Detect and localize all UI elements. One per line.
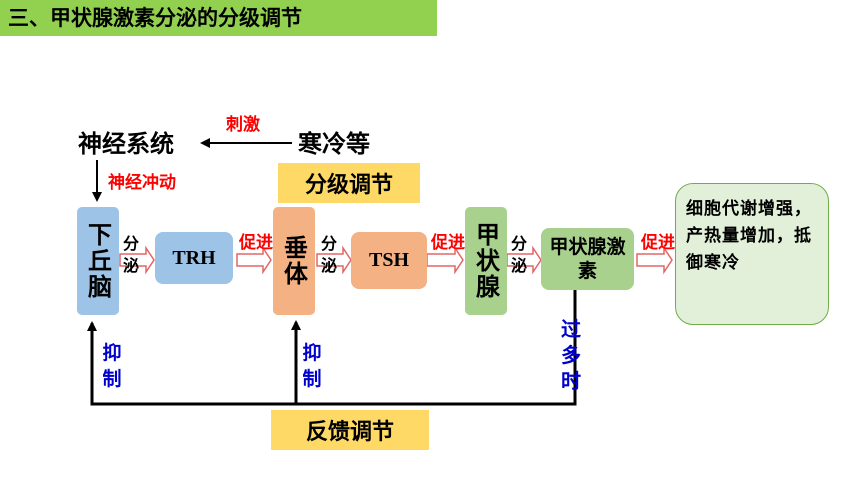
promote-label-1: 促进	[239, 233, 273, 253]
pituitary-text: 垂体	[279, 235, 308, 287]
thyroid-hormone-box: 甲状腺激素	[541, 228, 634, 290]
trh-box: TRH	[155, 232, 233, 284]
promote-label-3: 促进	[641, 233, 675, 253]
nerve-impulse-label: 神经冲动	[108, 173, 176, 193]
effect-box: 细胞代谢增强，产热量增加，抵御寒冷	[675, 183, 829, 325]
hypothalamus-text: 下丘脑	[83, 222, 112, 300]
pituitary-box: 垂体	[273, 207, 315, 315]
nervous-system-label: 神经系统	[78, 130, 174, 158]
secrete-label-3: 分泌	[510, 234, 527, 275]
feedback-line	[87, 288, 577, 406]
arrow-outline-1	[119, 245, 155, 275]
feedback-regulation-label: 反馈调节	[271, 410, 429, 450]
cold-label: 寒冷等	[298, 130, 370, 158]
hypothalamus-box: 下丘脑	[77, 207, 119, 315]
thyroid-text: 甲状腺	[471, 222, 500, 300]
secrete-label-2: 分泌	[320, 234, 337, 275]
stimulate-label: 刺激	[226, 115, 260, 135]
tsh-box: TSH	[351, 232, 427, 289]
secrete-label-1: 分泌	[122, 234, 139, 275]
graded-regulation-label: 分级调节	[278, 163, 420, 203]
promote-label-2: 促进	[431, 233, 465, 253]
excess-label: 过多时	[561, 317, 581, 393]
inhibit-label-2: 抑制	[302, 342, 322, 390]
title-bar	[0, 0, 437, 36]
thyroid-box: 甲状腺	[465, 207, 507, 315]
page-title: 三、甲状腺激素分泌的分级调节	[8, 6, 302, 30]
arrow-outline-5	[506, 245, 542, 275]
arrow-outline-3	[316, 245, 352, 275]
arrow-outline-4	[426, 245, 464, 275]
inhibit-label-1: 抑制	[102, 342, 122, 390]
arrow-outline-6	[636, 245, 673, 275]
arrow-outline-2	[236, 245, 272, 275]
